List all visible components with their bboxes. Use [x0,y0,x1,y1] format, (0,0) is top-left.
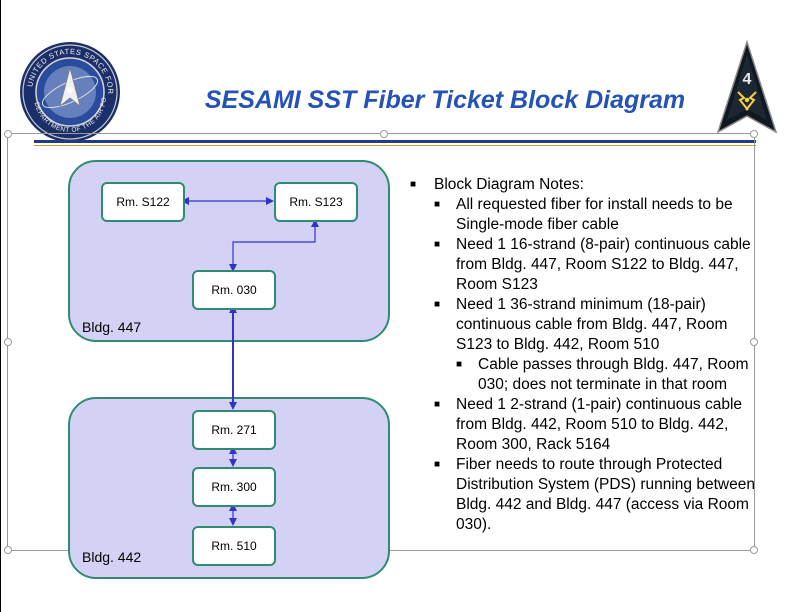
resize-handle-bottom-right[interactable] [750,546,758,554]
notes-heading-item: ■Block Diagram Notes: ■All requested fib… [410,175,760,535]
building-442-label: Bldg. 442 [82,549,142,565]
resize-handle-left[interactable] [4,338,12,346]
room-s123: Rm. S123 [274,182,358,222]
room-030: Rm. 030 [192,270,276,310]
room-271: Rm. 271 [192,410,276,450]
resize-handle-bottom-left[interactable] [4,546,12,554]
delta-emblem-logo: 4 [716,40,778,134]
slide-title: SESAMI SST Fiber Ticket Block Diagram [204,86,686,114]
note-item: ■Fiber needs to route through Protected … [434,456,755,533]
title-divider [34,140,756,143]
resize-handle-top-right[interactable] [750,130,758,138]
note-item: ■Need 1 2-strand (1-pair) continuous cab… [434,396,743,453]
title-divider-accent [34,145,756,146]
resize-handle-right[interactable] [750,338,758,346]
block-diagram-notes: ■Block Diagram Notes: ■All requested fib… [410,175,760,535]
building-447-label: Bldg. 447 [82,319,142,335]
page-edge-line [0,0,1,612]
note-item: ■Need 1 36-strand minimum (18-pair) cont… [434,295,760,395]
link-s123-030 [229,219,319,272]
svg-text:4: 4 [743,71,752,88]
note-item: ■All requested fiber for install needs t… [434,196,733,233]
note-subitem: ■Cable passes through Bldg. 447, Room 03… [456,356,749,393]
room-300: Rm. 300 [192,467,276,507]
resize-handle-top[interactable] [380,130,388,138]
room-510: Rm. 510 [192,526,276,566]
space-force-seal-logo: UNITED STATES SPACE FORCE DEPARTMENT OF … [18,40,120,142]
room-s122: Rm. S122 [101,182,185,222]
resize-handle-top-left[interactable] [4,130,12,138]
notes-heading: Block Diagram Notes: [434,176,584,193]
note-item: ■Need 1 16-strand (8-pair) continuous ca… [434,236,751,293]
